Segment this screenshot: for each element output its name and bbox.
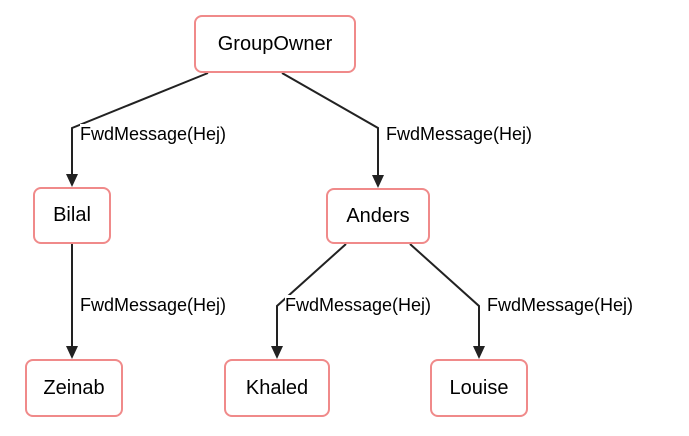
edge-label-anders-to-louise: FwdMessage(Hej) bbox=[487, 295, 634, 315]
arrow-head-bilal bbox=[66, 174, 78, 187]
node-louise: Louise bbox=[430, 359, 528, 417]
edge-label-owner-to-anders: FwdMessage(Hej) bbox=[386, 124, 533, 144]
edge-label-anders-to-khaled: FwdMessage(Hej) bbox=[285, 295, 432, 315]
arrow-head-louise bbox=[473, 346, 485, 359]
edge-label-owner-to-bilal: FwdMessage(Hej) bbox=[80, 124, 227, 144]
node-bilal: Bilal bbox=[33, 187, 111, 244]
node-khaled: Khaled bbox=[224, 359, 330, 417]
node-group-owner: GroupOwner bbox=[194, 15, 356, 73]
edge-owner-to-anders bbox=[281, 72, 379, 177]
node-anders: Anders bbox=[326, 188, 430, 244]
arrow-head-zeinab bbox=[66, 346, 78, 359]
edge-label-bilal-to-zeinab: FwdMessage(Hej) bbox=[80, 295, 227, 315]
node-zeinab: Zeinab bbox=[25, 359, 123, 417]
arrow-head-anders bbox=[372, 175, 384, 188]
edge-anders-to-louise bbox=[409, 243, 480, 348]
edge-owner-to-bilal bbox=[71, 72, 209, 176]
edge-anders-to-khaled bbox=[276, 243, 347, 348]
arrow-head-khaled bbox=[271, 346, 283, 359]
